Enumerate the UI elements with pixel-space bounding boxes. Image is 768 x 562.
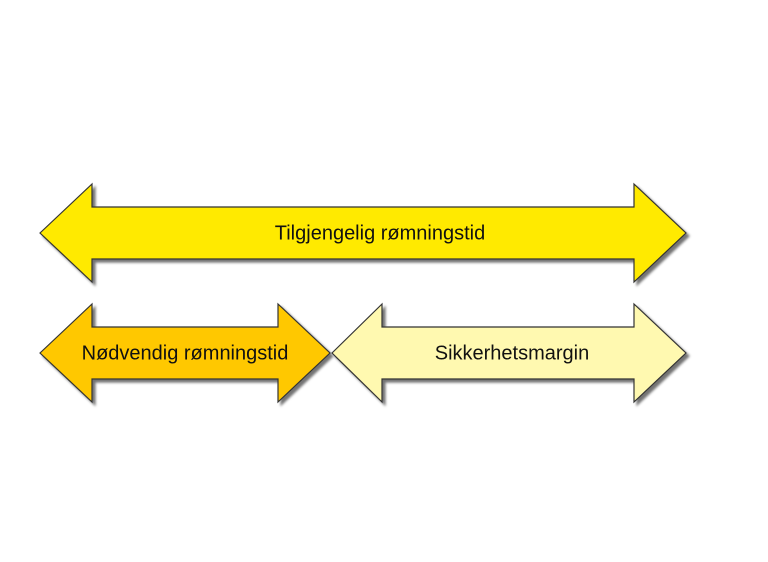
required-escape-time-label: Nødvendig rømningstid xyxy=(82,342,289,364)
available-escape-time-arrow: Tilgjengelig rømningstid xyxy=(39,182,687,284)
required-escape-time-arrow: Nødvendig rømningstid xyxy=(39,302,331,404)
available-escape-time-arrow-shape xyxy=(39,182,687,284)
available-escape-time-label: Tilgjengelig rømningstid xyxy=(275,222,485,244)
required-escape-time-arrow-shape xyxy=(39,302,331,404)
safety-margin-arrow: Sikkerhetsmargin xyxy=(331,302,687,404)
safety-margin-label: Sikkerhetsmargin xyxy=(435,342,590,364)
safety-margin-arrow-shape xyxy=(331,302,687,404)
